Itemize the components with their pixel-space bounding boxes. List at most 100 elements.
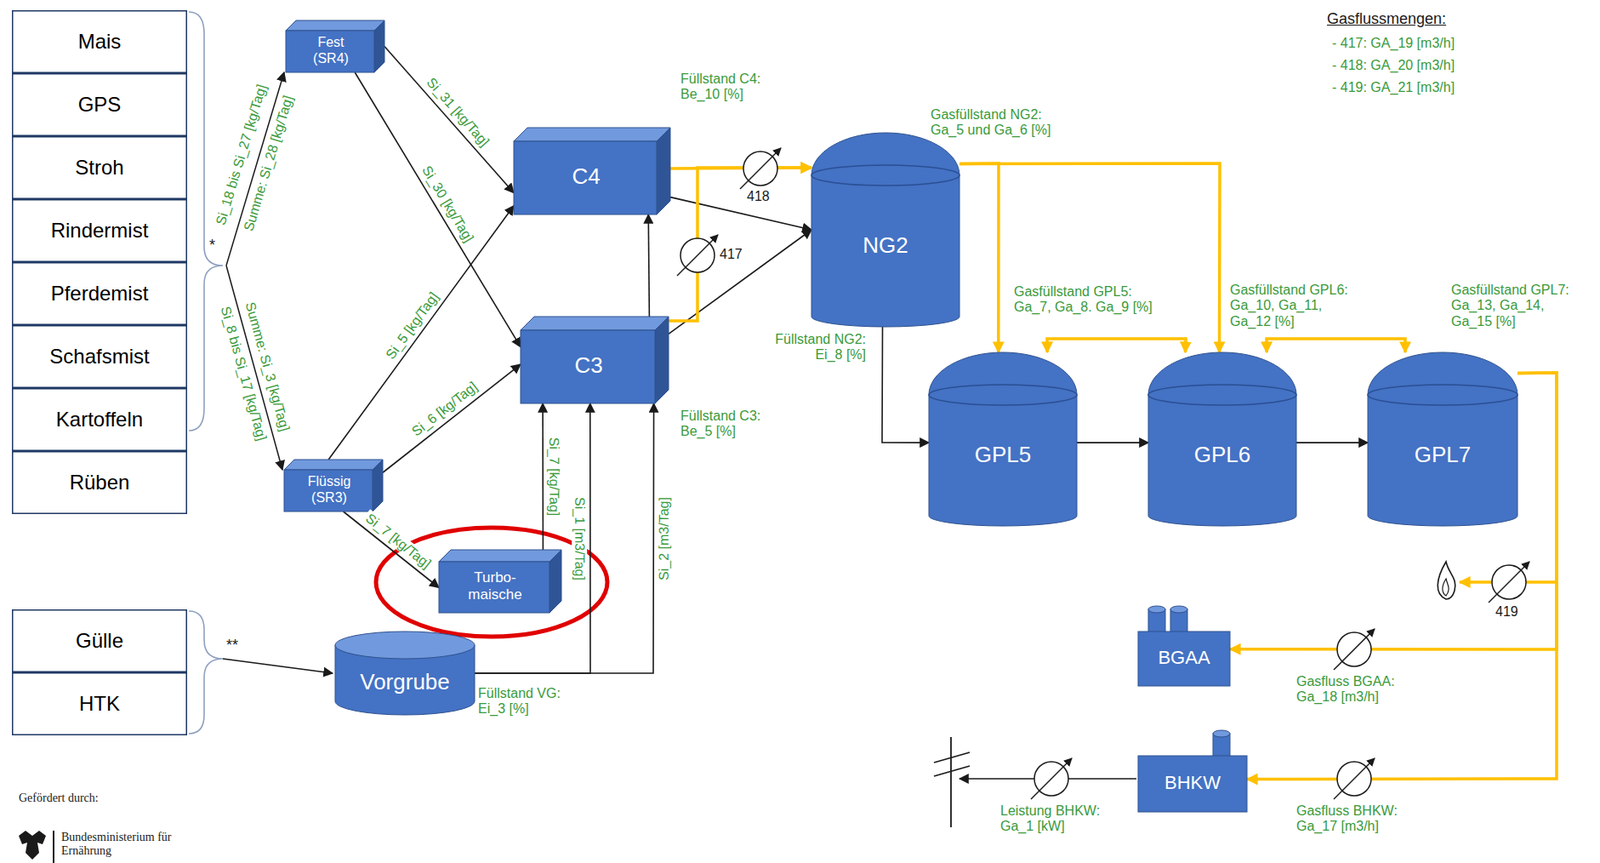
node-text: Kartoffeln xyxy=(56,407,143,432)
node-label: Pferdemist xyxy=(51,281,149,306)
logo-bar xyxy=(52,830,55,863)
federal-eagle-logo xyxy=(18,830,46,860)
node-label: BHKW xyxy=(1164,771,1221,793)
box-top xyxy=(285,20,385,31)
list-box xyxy=(12,451,188,514)
node-label: Mais xyxy=(78,29,122,54)
material-flow xyxy=(384,46,514,194)
plant-unit: BHKW xyxy=(1138,729,1247,812)
annotation: Gasfüllstand GPL6: Ga_10, Ga_11, Ga_12 [… xyxy=(1229,282,1356,330)
box-side xyxy=(656,127,671,215)
node-text: GPL7 xyxy=(1414,442,1472,468)
tank-body xyxy=(811,132,960,327)
box-front xyxy=(438,561,550,613)
material-flow xyxy=(882,326,929,443)
material-flow xyxy=(474,403,655,673)
material-flow xyxy=(670,197,812,230)
node-text: Vorgrube xyxy=(359,669,450,695)
material-flow xyxy=(343,511,439,587)
flow-label: Si_1 [m3/Tag] xyxy=(571,494,587,583)
box-top xyxy=(520,316,669,331)
flow-meter xyxy=(1333,757,1375,799)
plant-building xyxy=(1138,755,1247,812)
tank-rim xyxy=(928,384,1077,405)
gas-line xyxy=(1266,338,1406,353)
node-text: Rindermist xyxy=(51,218,149,243)
node-label: BGAA xyxy=(1157,646,1210,668)
node-label: Gülle xyxy=(75,628,124,653)
input-bracket xyxy=(188,610,223,734)
annotation: Gasfluss BHKW: Ga_17 [m3/h] xyxy=(1296,802,1409,835)
node-label: NG2 xyxy=(862,233,908,259)
list-box xyxy=(12,325,188,388)
flow-label: Si_2 [m3/Tag] xyxy=(656,494,673,583)
list-box xyxy=(12,74,188,137)
node-label: GPS xyxy=(78,92,122,117)
chimney-top xyxy=(1212,729,1230,737)
pit-top xyxy=(335,631,475,659)
node-shape xyxy=(1138,729,1247,812)
node-text: GPL6 xyxy=(1194,442,1252,468)
node-text: Pferdemist xyxy=(51,281,149,306)
node-text: HTK xyxy=(79,691,120,716)
node-text: Mais xyxy=(78,29,122,54)
material-flow xyxy=(474,403,591,673)
flow-meter xyxy=(677,234,718,276)
annotation: Leistung BHKW: Ga_1 [kW] xyxy=(1000,802,1113,835)
node-text: Stroh xyxy=(74,155,124,180)
gas-line xyxy=(1047,338,1186,353)
box-side xyxy=(372,459,383,512)
annotation: - 418: GA_20 [m3/h] xyxy=(1332,57,1455,74)
input-box: GPS xyxy=(11,73,188,137)
plant-unit: BGAA xyxy=(1138,605,1230,686)
tank-rim xyxy=(1367,384,1518,405)
flare-symbol xyxy=(1437,561,1456,599)
tank-rim xyxy=(1148,384,1297,405)
input-box: Schafsmist xyxy=(11,324,188,388)
chimney-top xyxy=(1148,605,1166,613)
node-shape xyxy=(1367,352,1518,526)
plant-unit: Turbo- maische xyxy=(438,549,562,613)
node-text: Schafsmist xyxy=(49,344,149,369)
annotation: 418 xyxy=(746,188,770,205)
input-box: Gülle xyxy=(11,609,188,672)
material-flow xyxy=(648,214,650,317)
input-box: HTK xyxy=(11,671,188,735)
node-text: BGAA xyxy=(1157,646,1210,668)
plant-unit: C4 xyxy=(513,127,671,215)
node-shape xyxy=(1148,352,1297,526)
node-text: Rüben xyxy=(69,470,131,495)
material-flow xyxy=(382,364,521,473)
annotation: Füllstand NG2: Ei_8 [%] xyxy=(753,331,866,364)
box-side xyxy=(374,20,385,73)
input-box: Mais xyxy=(11,10,188,74)
flow-label: Si_31 [kg/Tag] xyxy=(421,73,494,153)
annotation: Bundesministerium für Ernährung xyxy=(61,830,181,858)
gas-line xyxy=(959,163,999,353)
plant-unit: NG2 xyxy=(811,132,960,327)
power-pylon xyxy=(933,736,970,827)
annotation: * xyxy=(209,236,216,255)
annotation: - 419: GA_21 [m3/h] xyxy=(1332,79,1455,96)
node-text: Turbo- maische xyxy=(461,569,530,603)
plant-unit: GPL5 xyxy=(928,352,1077,526)
node-shape xyxy=(928,352,1077,526)
annotation: Gasfüllstand GPL5: Ga_7, Ga_8. Ga_9 [%] xyxy=(1013,284,1169,316)
plant-unit: Fest (SR4) xyxy=(285,20,385,73)
annotation: Füllstand VG: Ei_3 [%] xyxy=(478,685,579,718)
node-text: Gülle xyxy=(75,628,124,653)
flow-meter xyxy=(1488,561,1530,603)
node-shape xyxy=(1138,605,1230,686)
box-front xyxy=(513,141,657,215)
node-label: Rindermist xyxy=(51,218,149,243)
node-label: GPL7 xyxy=(1414,442,1472,468)
flow-meter xyxy=(1333,628,1375,670)
box-top xyxy=(284,459,383,470)
box-top xyxy=(513,127,671,142)
annotation: Gasfluss BGAA: Ga_18 [m3/h] xyxy=(1296,673,1409,706)
annotation: 417 xyxy=(719,246,743,262)
list-box xyxy=(12,199,188,262)
list-box xyxy=(12,388,188,451)
flow-meter xyxy=(740,148,781,189)
node-text: C4 xyxy=(571,164,600,190)
